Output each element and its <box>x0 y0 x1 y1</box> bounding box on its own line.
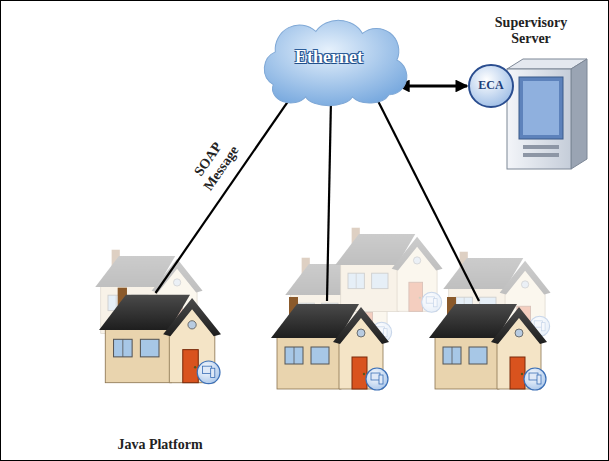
node-label: Java Platform <box>117 437 202 453</box>
house <box>271 297 389 390</box>
node-label: Ethernet <box>295 47 363 68</box>
node-heading: Supervisory Server <box>483 15 579 47</box>
double-arrow <box>398 84 467 87</box>
house <box>429 297 547 390</box>
house-node: Java Platform <box>85 291 235 455</box>
edge-label: SOAP Message <box>179 123 250 205</box>
house-shape <box>85 291 235 455</box>
network-lines <box>327 95 479 301</box>
ethernet-cloud: Ethernet <box>253 13 405 101</box>
node-label: ECA <box>478 79 503 93</box>
eca-circle: ECA <box>467 63 515 109</box>
server-node: Supervisory ServerECA <box>463 13 599 173</box>
network-line <box>156 95 293 293</box>
